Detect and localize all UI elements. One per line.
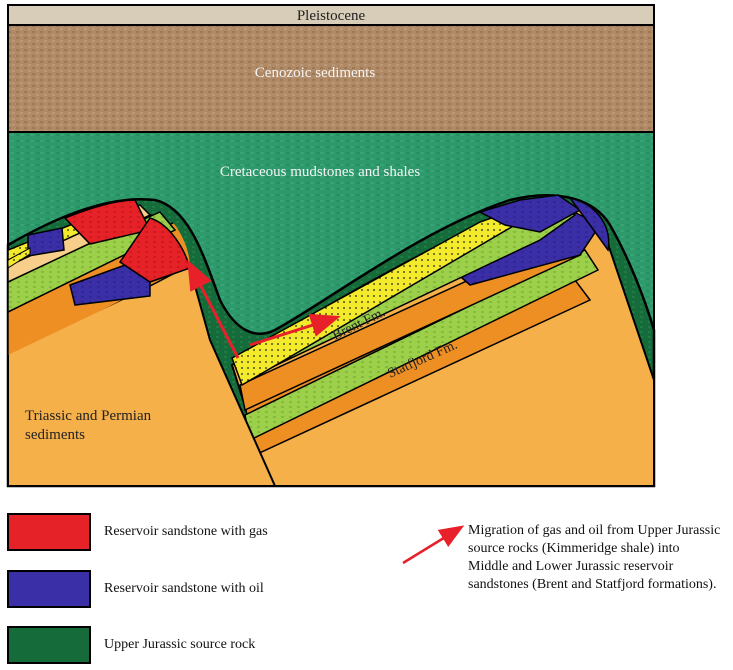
triassic-label-line1: Triassic and Permian xyxy=(25,408,152,424)
legend-source-swatch xyxy=(7,626,91,664)
left-gas-upper xyxy=(63,199,152,245)
cretaceous-label: Cretaceous mudstones and shales xyxy=(220,164,421,180)
legend-oil-swatch xyxy=(7,570,91,608)
cenozoic-layer xyxy=(7,24,655,133)
right-crest-dark xyxy=(568,196,610,252)
migration-arrow-up xyxy=(187,259,240,359)
legend-oil-label: Reservoir sandstone with oil xyxy=(104,581,264,596)
triassic-label-line2: sediments xyxy=(25,427,85,443)
legend-gas-swatch xyxy=(7,513,91,551)
left-oil-lower xyxy=(69,264,151,306)
pleistocene-label: Pleistocene xyxy=(297,8,366,24)
legend-migration-label: Migration of gas and oil from Upper Jura… xyxy=(468,523,721,592)
cenozoic-label: Cenozoic sediments xyxy=(255,65,376,81)
legend-gas-label: Reservoir sandstone with gas xyxy=(104,524,268,539)
legend-migration-arrow xyxy=(402,525,465,565)
left-yellow-sliver xyxy=(7,247,31,269)
migration-arrow-right xyxy=(249,313,341,347)
legend-source-label: Upper Jurassic source rock xyxy=(104,637,256,652)
